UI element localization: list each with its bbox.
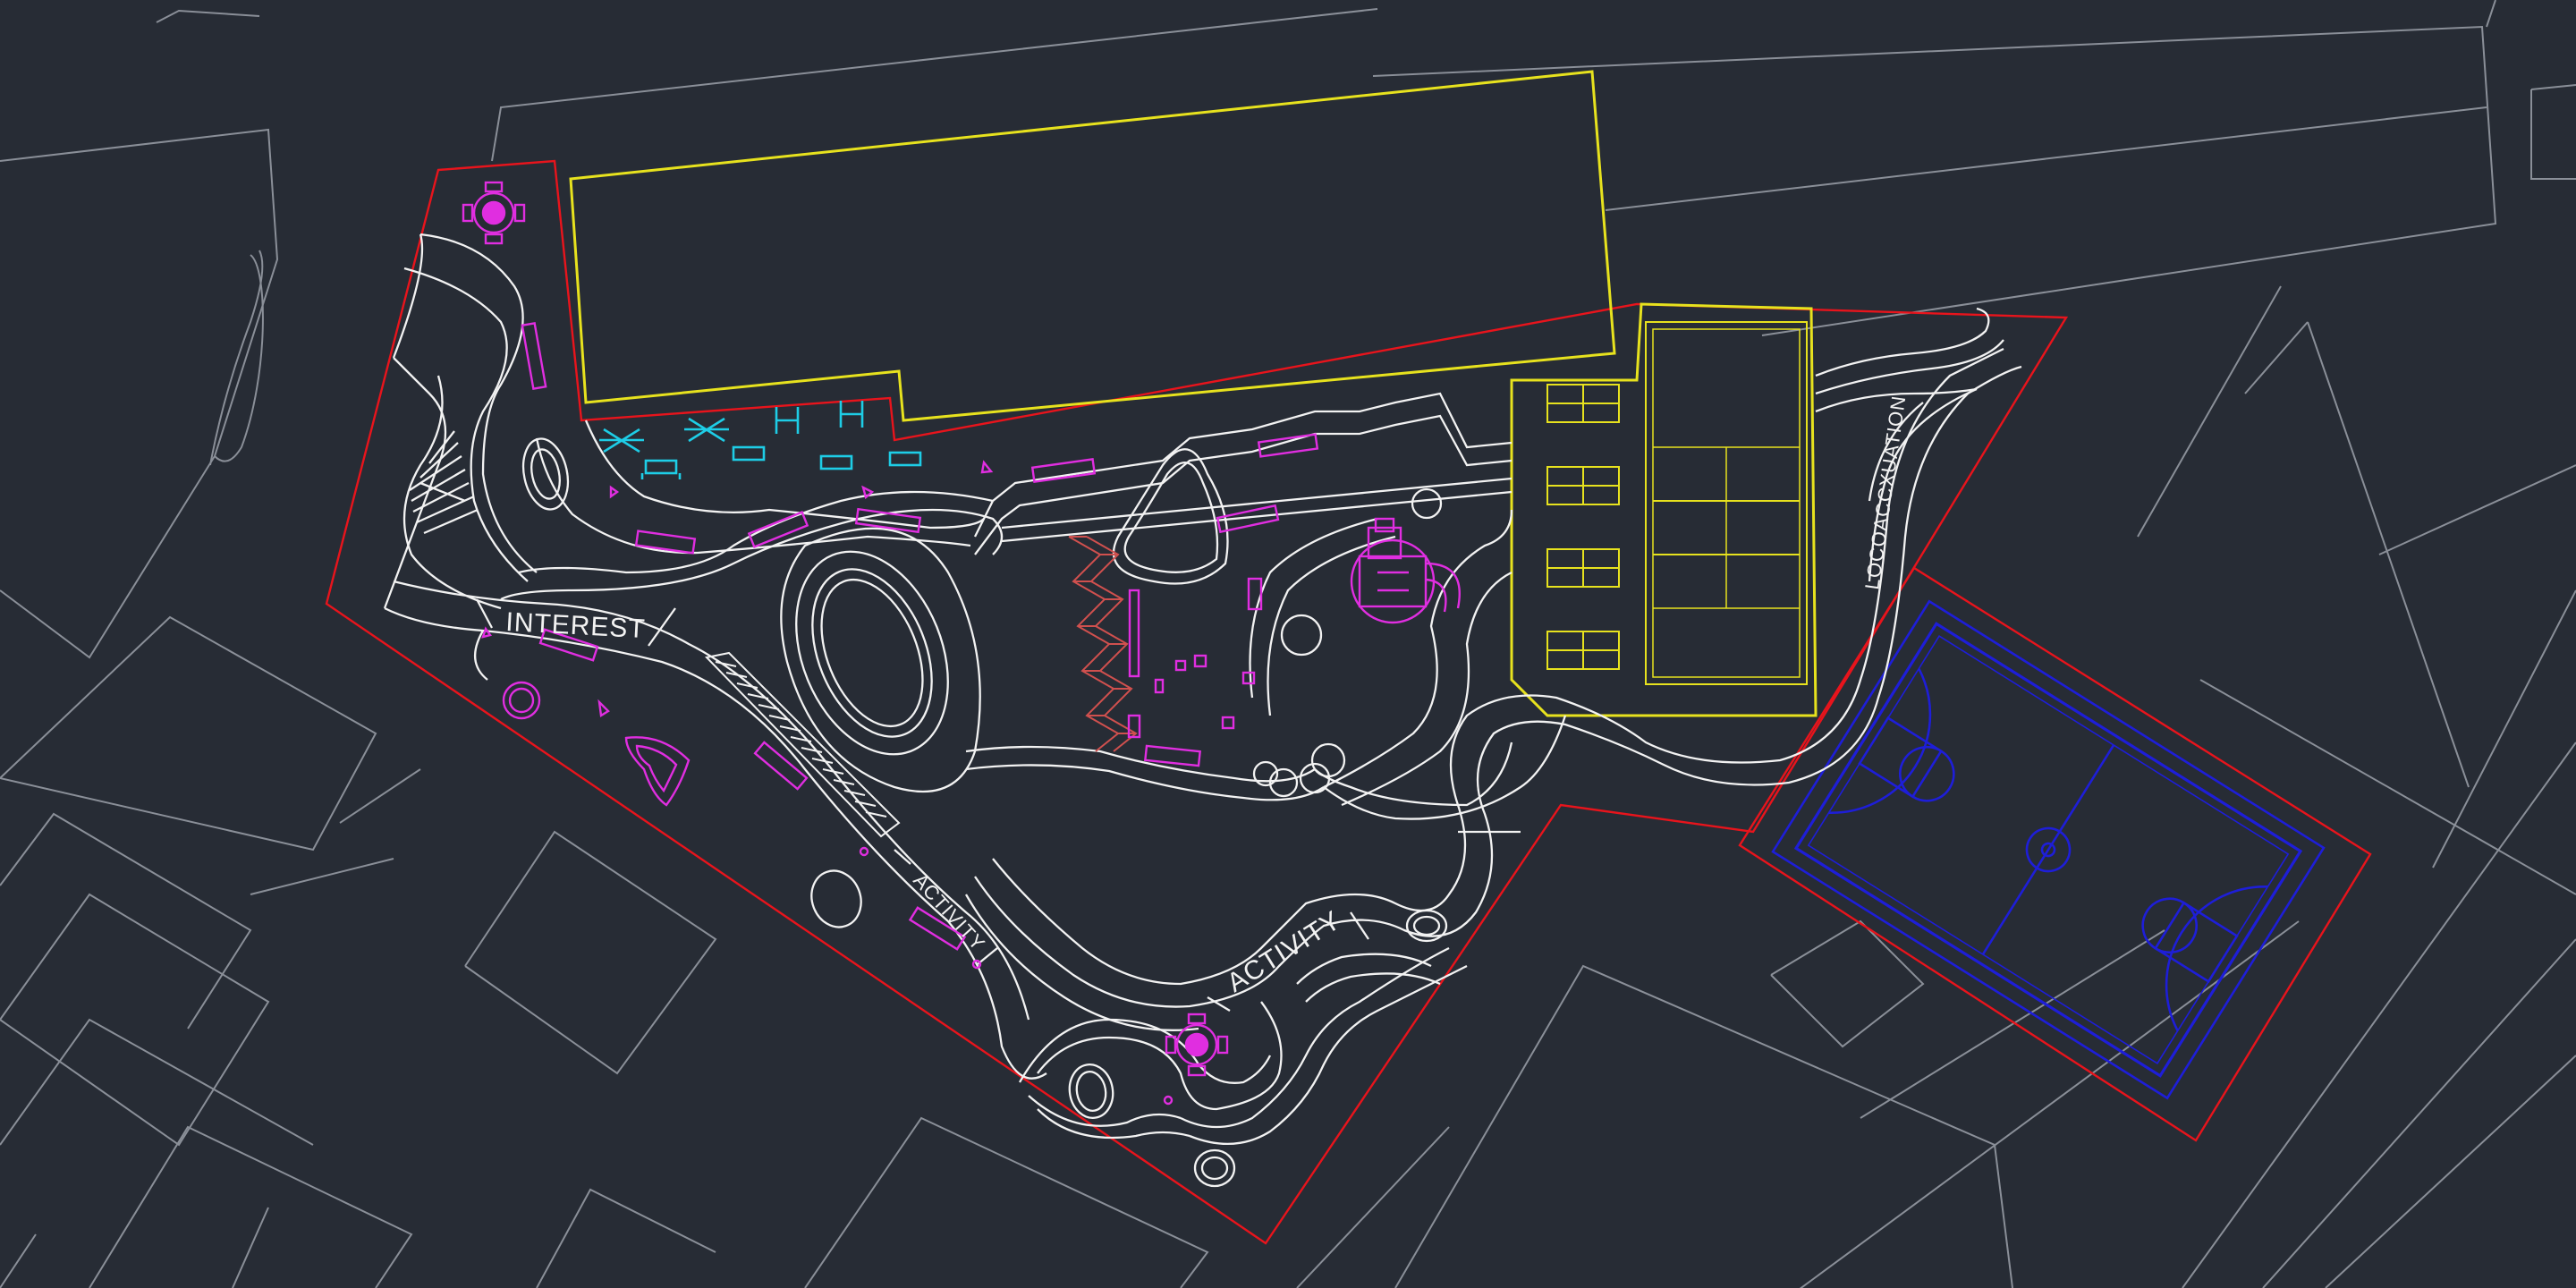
- tennis-court-area: [1510, 302, 1818, 717]
- basketball-court: [1771, 599, 2326, 1100]
- interest-label: INTEREST: [505, 607, 647, 644]
- fitness-station-3: [775, 407, 800, 434]
- climbing-net: [1068, 536, 1138, 752]
- fitness-station-1: [599, 428, 644, 453]
- site-furniture: [462, 181, 1461, 1106]
- yellow-structures: [569, 70, 1818, 717]
- picnic-table-north: [462, 181, 526, 245]
- plan-labels: INTEREST ACTIVITY ACTIVITY LOCOACCXUATIO…: [505, 394, 1911, 998]
- west-stairs: [409, 430, 479, 535]
- tennis-court: [1645, 321, 1808, 685]
- fitness-station-4: [839, 401, 864, 428]
- fitness-station-2: [684, 417, 729, 443]
- activity-label-lower: ACTIVITY: [1222, 905, 1346, 998]
- path-network: [383, 233, 2022, 1188]
- main-building: [569, 70, 1616, 422]
- picnic-table-south: [1165, 1013, 1229, 1077]
- fitness-equipment: [599, 401, 922, 479]
- table-tennis-tables: [1546, 384, 1620, 670]
- playground-structure: [1350, 517, 1461, 624]
- crosswalk-hatch: [704, 651, 901, 838]
